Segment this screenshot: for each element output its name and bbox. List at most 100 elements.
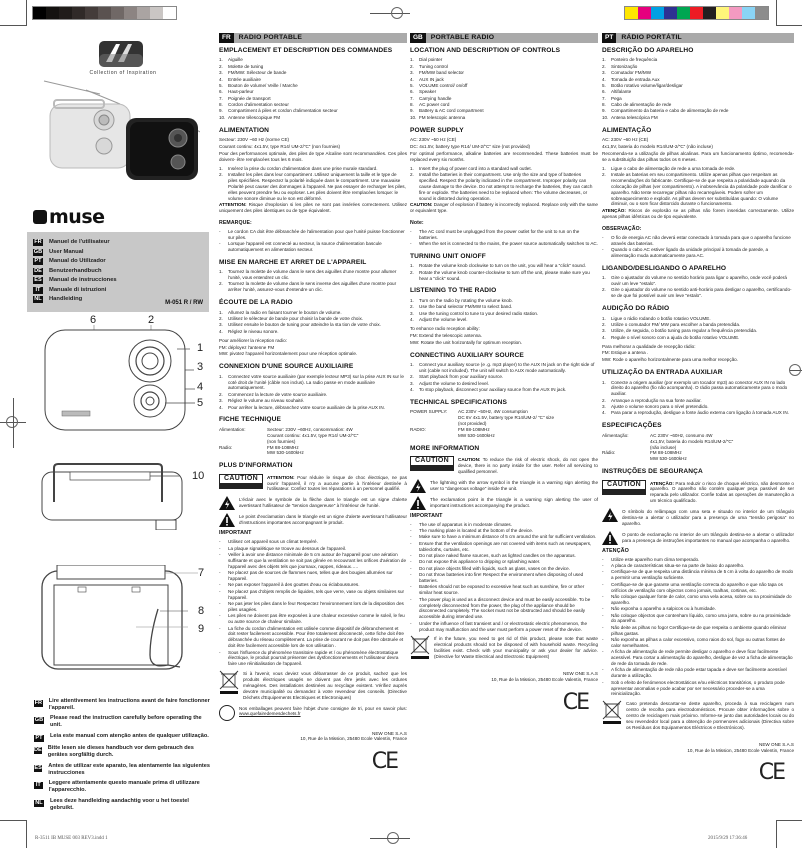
list-item-text: Certifique-se de que respeita uma distân… <box>611 569 794 581</box>
language-code-badge: DE <box>34 747 42 755</box>
list-marker: 1. <box>602 165 606 171</box>
list-marker: 1. <box>410 361 414 367</box>
list-item: 3.FM/MW: Sélecteur de bande <box>219 70 407 76</box>
lightning-warning-icon <box>219 496 235 511</box>
list-item: 5.VOLUME control/ on/off <box>410 83 598 89</box>
ce-mark: CE <box>758 760 786 786</box>
color-swatch <box>742 7 755 19</box>
list-marker: 1. <box>410 297 414 303</box>
list-marker: - <box>410 620 412 626</box>
list-item-text: Poignée de transport <box>228 95 271 101</box>
list-item-text: Não exponha as pilhas a calor excessivo,… <box>611 637 785 648</box>
caution-label: ATENÇÃO: <box>650 480 674 486</box>
exclamation-warning-icon <box>602 530 618 545</box>
list-item: -Les piles ne doivent pas être exposées … <box>219 613 407 625</box>
list-item: 4.Entrée auxiliaire <box>219 77 407 83</box>
spec-value-line: (non fournies) <box>267 438 296 444</box>
brand-name: muse <box>33 205 105 229</box>
list-item: 1.Tournez la molette de volume dans le s… <box>219 269 407 281</box>
on-off-heading: TURNING UNIT ON/OFF <box>410 252 486 260</box>
remarks-heading: REMARQUE: <box>219 220 252 227</box>
power-spec-line: Recomenda-se a utilização de pilhas alca… <box>602 150 794 162</box>
diagram-label-5: 5 <box>197 397 204 409</box>
list-item-text: Connect your auxiliary source (e .g. mp3… <box>419 361 595 373</box>
list-item-text: Compartimento da bateria e cabo de alime… <box>611 108 729 114</box>
company-street: 10, Rue de la Mission, 25480 Ecole Valen… <box>687 747 794 753</box>
weee-text: If in the future, you need to get rid of… <box>434 636 598 659</box>
list-item-text: Ligue o cabo de alimentação de rede a um… <box>611 165 736 171</box>
list-marker: 2. <box>219 316 223 322</box>
list-item-text: La plaque signalétique se trouve au dess… <box>228 545 347 551</box>
list-item: 1.Ligue o rádio rodando o botão rotativo… <box>602 316 794 322</box>
attention-note: ATTENTION: Risque d'explosion si les pil… <box>219 202 407 214</box>
list-item-text: FM/MW band selector <box>419 70 464 76</box>
attention-label: CAUTION: <box>410 202 433 208</box>
list-item-text: Tomada de entrada Aux <box>611 76 660 82</box>
list-marker: 6. <box>602 89 606 95</box>
list-marker: 8. <box>219 102 223 108</box>
list-marker: - <box>219 582 221 588</box>
list-item-text: Regule o nível sonoro com a ajuda do bot… <box>611 334 740 340</box>
listening-heading: AUDIÇÃO DO RÁDIO <box>602 305 670 313</box>
list-item: 5.Botão rotativo volume/ligar/desligar <box>602 83 794 89</box>
list-marker: 3. <box>219 398 223 404</box>
list-marker: 7. <box>602 95 606 101</box>
reception-tip-line: MW: pivotez l'appareil horizontalement p… <box>219 351 358 357</box>
list-item: -Certifique-se de que respeita uma distâ… <box>602 569 794 581</box>
caution-word: CAUTION <box>415 457 449 465</box>
list-marker: - <box>602 649 604 655</box>
power-spec-line: AC: 230V ~60 Hz (CE) <box>602 137 649 143</box>
list-item-text: VOLUME control/ on/off <box>419 82 468 88</box>
list-item-text: FM/MW: Sélecteur de bande <box>228 70 287 76</box>
list-item: -Certifique-se de que garante uma ventil… <box>602 582 794 594</box>
list-marker: 1. <box>219 373 223 379</box>
triman-link[interactable]: www.quefairedemesdechets.fr <box>239 711 301 717</box>
list-item: -Quando o cabo AC estiver ligado da unid… <box>602 247 794 259</box>
list-item-text: A ficha de alimentação de rede permite d… <box>611 649 793 666</box>
list-marker: - <box>410 540 412 546</box>
list-item-text: The marking plate is located at the bott… <box>419 528 534 533</box>
list-item-text: Ne placez pas de sources de flammes nues… <box>228 570 393 581</box>
list-item: 2.Install the batteries in their compart… <box>410 172 598 201</box>
list-marker: 1. <box>602 315 606 321</box>
list-marker: 2. <box>219 172 223 177</box>
radio-front-diagram <box>40 325 220 435</box>
list-marker: 1. <box>219 309 223 315</box>
exclamation-warning: Le point d'exclamation dans le triangle … <box>219 513 407 528</box>
language-code-badge: FR <box>219 33 234 43</box>
list-item-text: Insert the plug of power cord into a sta… <box>419 165 532 171</box>
list-marker: - <box>219 588 221 594</box>
spec-label: Alimentação: <box>602 432 629 438</box>
crop-mark-top-right <box>776 0 802 26</box>
list-item-text: Make sure to have a minimum distance of … <box>419 534 597 540</box>
remarks-heading: OBSERVAÇÃO: <box>602 226 642 232</box>
list-marker: 2. <box>602 172 606 177</box>
company-name: NEW ONE S.A.S <box>563 670 598 676</box>
list-item-text: Dial pointer <box>419 57 443 63</box>
list-item-text: Batteries should not be exposed to exces… <box>419 584 585 596</box>
list-item: 2.Gire o ajustador do volume no sentido … <box>602 287 794 299</box>
spec-label: RADIO: <box>410 426 426 432</box>
list-item: 10.Antena telescópica FM <box>602 115 794 121</box>
triman-text: Nos emballages peuvent faire l'objet d'u… <box>239 706 407 720</box>
language-code-badge: IT <box>34 782 43 790</box>
list-item-text: Do not expose this appliance to dripping… <box>419 559 541 565</box>
muse-logo-emblem <box>98 40 144 68</box>
power-heading: ALIMENTATION <box>219 126 270 134</box>
list-item: 1.Aiguille <box>219 57 407 63</box>
list-item: -The power plug is used as a disconnect … <box>410 597 598 621</box>
spec-label: Rádio: <box>602 450 616 456</box>
list-item-text: Arranque a reprodução na sua fonte auxil… <box>611 397 702 403</box>
list-marker: 3. <box>410 310 414 316</box>
list-marker: 2. <box>410 63 414 69</box>
list-item-text: Antena telescópica FM <box>611 114 658 120</box>
reception-tips: Pour améliorer la réception radio:FM: dé… <box>219 338 407 358</box>
color-swatch <box>664 7 677 19</box>
list-marker: - <box>219 545 221 551</box>
list-item: 2.Utilisez le sélecteur de bande pour ch… <box>219 316 407 322</box>
